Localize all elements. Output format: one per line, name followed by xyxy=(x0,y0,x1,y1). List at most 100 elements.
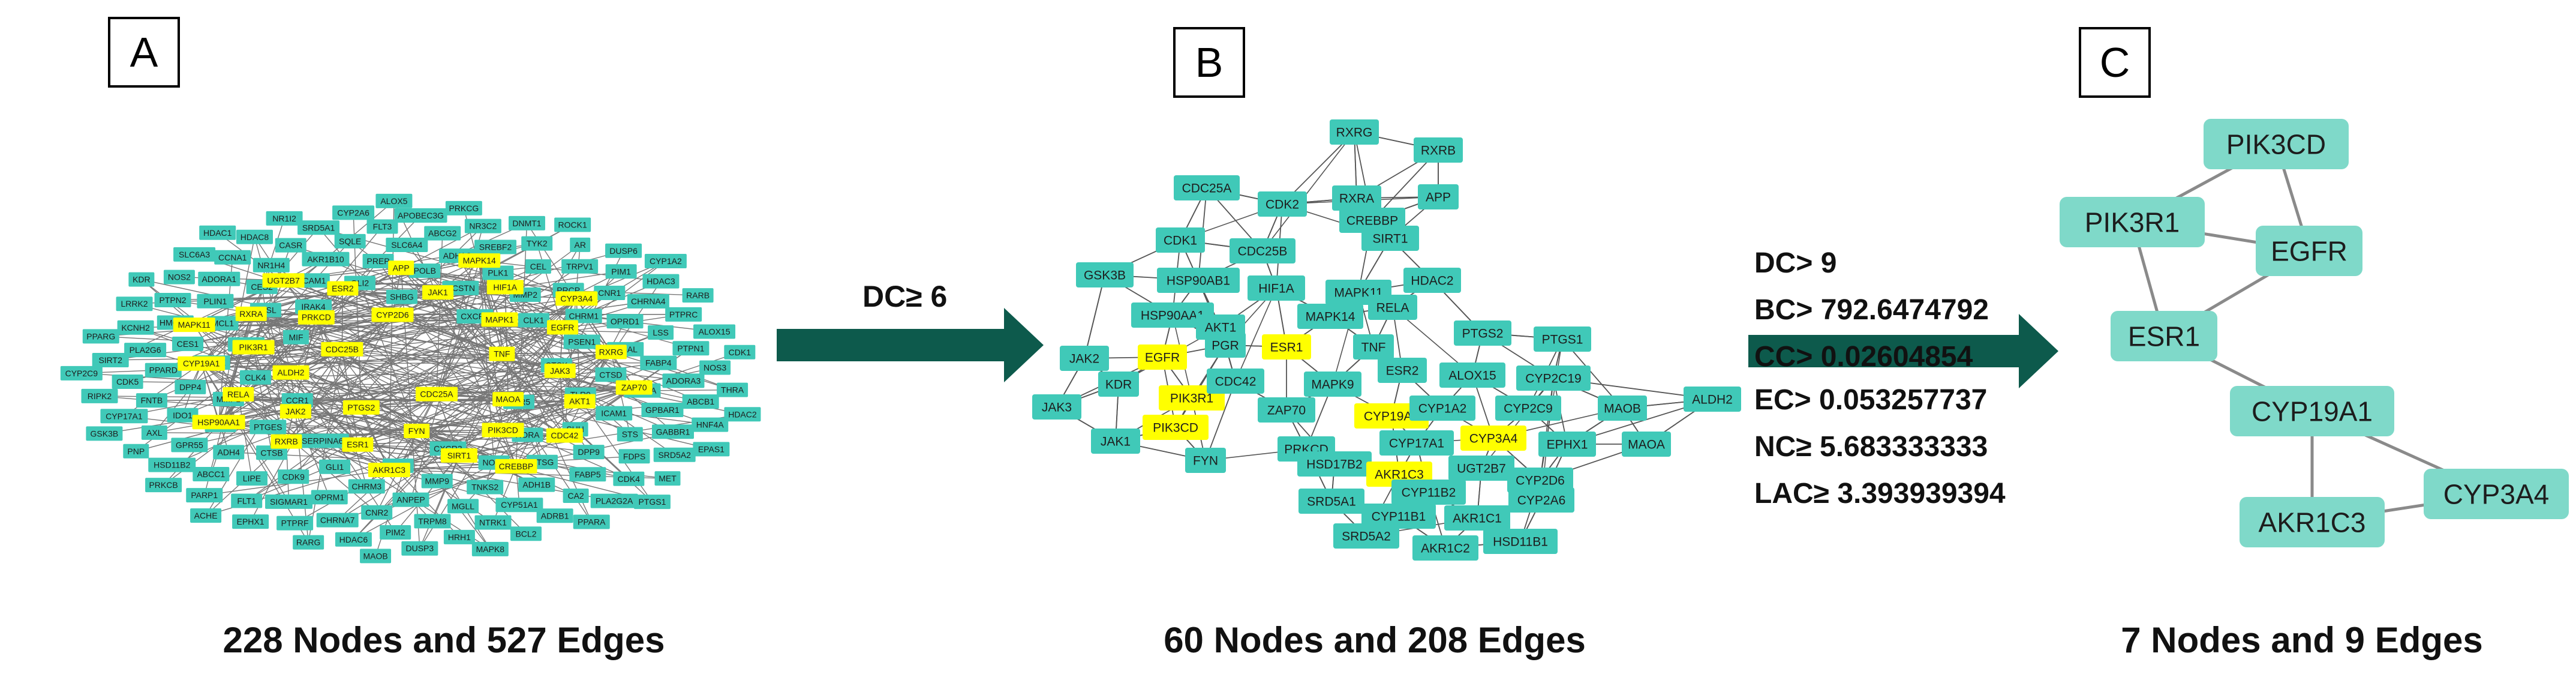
net-a-node-box xyxy=(334,233,366,248)
net-c-node-label: AKR1C3 xyxy=(2259,507,2366,538)
net-a-node-dnmt1: DNMT1 xyxy=(508,215,545,230)
net-b-node-box xyxy=(1448,456,1514,481)
net-a-node-label: GLI1 xyxy=(326,462,344,472)
net-a-node-box xyxy=(335,532,372,547)
net-a-node-label: CNR1 xyxy=(598,288,621,298)
net-b-node-label: PTGS2 xyxy=(1462,327,1504,341)
net-a-node-box xyxy=(672,341,710,356)
net-a-edge xyxy=(357,266,539,445)
net-b-node-cdc25a: CDC25A xyxy=(1174,175,1240,200)
net-a-node-ido1: IDO1 xyxy=(167,408,199,423)
net-a-node-box xyxy=(474,239,517,254)
net-a-node-cnr1: CNR1 xyxy=(594,285,626,300)
net-a-node-label: CHRNA4 xyxy=(631,296,666,306)
net-a-node-hdac2: HDAC2 xyxy=(724,407,761,422)
net-b-node-label: PTGS1 xyxy=(1542,333,1583,347)
net-a-node-box xyxy=(380,525,411,540)
net-a-node-box xyxy=(332,205,375,220)
net-b-node-box xyxy=(1507,468,1573,493)
net-c-node-label: PIK3R1 xyxy=(2085,207,2180,238)
net-a-node-box xyxy=(278,469,309,484)
net-a-node-ces1: CES1 xyxy=(172,336,204,351)
net-a-node-ephx1: EPHX1 xyxy=(232,514,269,529)
net-b-node-ephx1: EPHX1 xyxy=(1538,432,1596,457)
net-b-edge xyxy=(1235,287,1277,382)
net-a-node-box xyxy=(648,325,674,340)
net-a-node-box xyxy=(416,387,458,402)
net-a-edge xyxy=(353,326,563,540)
net-a-node-lrrk2: LRRK2 xyxy=(116,296,153,311)
net-b-node-cyp11b2: CYP11B2 xyxy=(1391,480,1466,505)
net-a-node-box xyxy=(394,208,447,223)
net-a-node-box xyxy=(409,263,441,278)
net-a-node-box xyxy=(154,292,191,307)
net-a-node-label: HDAC6 xyxy=(339,535,368,544)
net-b-edge xyxy=(1205,381,1236,461)
net-a-node-label: TYK2 xyxy=(527,239,548,248)
net-b-node-label: SRD5A1 xyxy=(1307,495,1356,509)
net-a-node-label: CYP2C9 xyxy=(65,369,98,378)
net-a-node-box xyxy=(272,365,309,380)
arrow-head xyxy=(1004,308,1044,382)
net-a-node-label: EPHX1 xyxy=(237,517,264,526)
net-a-node-label: OPRM1 xyxy=(314,492,344,502)
net-a-node-box xyxy=(167,408,199,423)
net-a-node-label: CHRNA7 xyxy=(320,516,355,525)
net-a-node-ppard: PPARD xyxy=(145,363,182,378)
net-a-node-label: CCR1 xyxy=(286,396,309,405)
net-a-node-box xyxy=(231,493,263,508)
net-b-node-cyp11b1: CYP11B1 xyxy=(1361,504,1436,529)
net-a-node-cdk4: CDK4 xyxy=(613,471,645,486)
net-a-node-label: CLK1 xyxy=(523,316,544,325)
net-a-node-polb: POLB xyxy=(409,263,441,278)
net-b-node-label: HDAC2 xyxy=(1411,274,1453,288)
net-b-node-box xyxy=(1444,505,1510,531)
net-a-edge xyxy=(401,267,653,502)
net-a-node-box xyxy=(123,444,149,459)
net-a-node-box xyxy=(421,474,453,489)
net-b-node-box xyxy=(1143,415,1209,440)
net-a-node-box xyxy=(275,238,306,253)
net-a-node-prep: PREP xyxy=(362,253,394,268)
net-b-node-label: RELA xyxy=(1376,301,1409,315)
net-b-node-label: ALDH2 xyxy=(1692,393,1733,407)
net-a-node-label: AKT1 xyxy=(569,397,590,406)
net-b-node-label: CYP11B2 xyxy=(1402,486,1456,500)
net-a-node-box xyxy=(116,296,153,311)
net-b-node-label: MAOB xyxy=(1604,402,1641,416)
net-b-node-fyn: FYN xyxy=(1185,448,1226,473)
net-a-node-label: HDAC1 xyxy=(203,228,232,238)
net-a-node-sirt1: SIRT1 xyxy=(440,448,477,463)
criterion-dc: DC> 9 xyxy=(1754,247,1837,279)
net-b-node-label: JAK2 xyxy=(1069,352,1099,366)
net-b-node-label: APP xyxy=(1426,191,1451,205)
net-a-node-label: CLK4 xyxy=(245,373,266,382)
net-a-node-ntrk1: NTRK1 xyxy=(474,515,512,530)
net-a-node-box xyxy=(627,294,669,309)
net-a-node-label: CYP2A6 xyxy=(337,208,369,217)
net-b-node-label: CDC25A xyxy=(1182,182,1232,196)
net-a-node-pnp: PNP xyxy=(123,444,149,459)
net-a-node-shbg: SHBG xyxy=(386,289,417,304)
net-a-node-nos2: NOS2 xyxy=(163,269,195,284)
net-a-node-sqle: SQLE xyxy=(334,233,366,248)
net-a-node-box xyxy=(270,434,302,449)
net-b-node-ugt2b7: UGT2B7 xyxy=(1448,456,1514,481)
net-a-node-box xyxy=(199,225,236,240)
net-a-node-akr1c3: AKR1C3 xyxy=(368,462,410,477)
net-a-node-sirt2: SIRT2 xyxy=(92,352,129,367)
net-a-node-ccr1: CCR1 xyxy=(281,393,313,408)
net-a-node-label: ANPEP xyxy=(396,495,425,505)
net-a-node-pparg: PPARG xyxy=(82,329,119,344)
net-c-node-label: CYP3A4 xyxy=(2443,479,2549,510)
net-a-node-label: NR1H4 xyxy=(257,260,285,270)
net-b-node-label: AKR1C1 xyxy=(1453,512,1502,526)
net-b-node-label: CDC25B xyxy=(1238,245,1288,259)
net-a-node-slc6a3: SLC6A3 xyxy=(173,247,216,262)
net-a-node-gsk3b: GSK3B xyxy=(86,426,123,441)
net-b-node-box xyxy=(1258,397,1315,423)
net-b-node-box xyxy=(1131,302,1214,328)
net-b-node-label: HIF1A xyxy=(1258,282,1294,296)
net-a-node-cdc42: CDC42 xyxy=(546,428,583,443)
net-a-node-box xyxy=(198,271,241,286)
